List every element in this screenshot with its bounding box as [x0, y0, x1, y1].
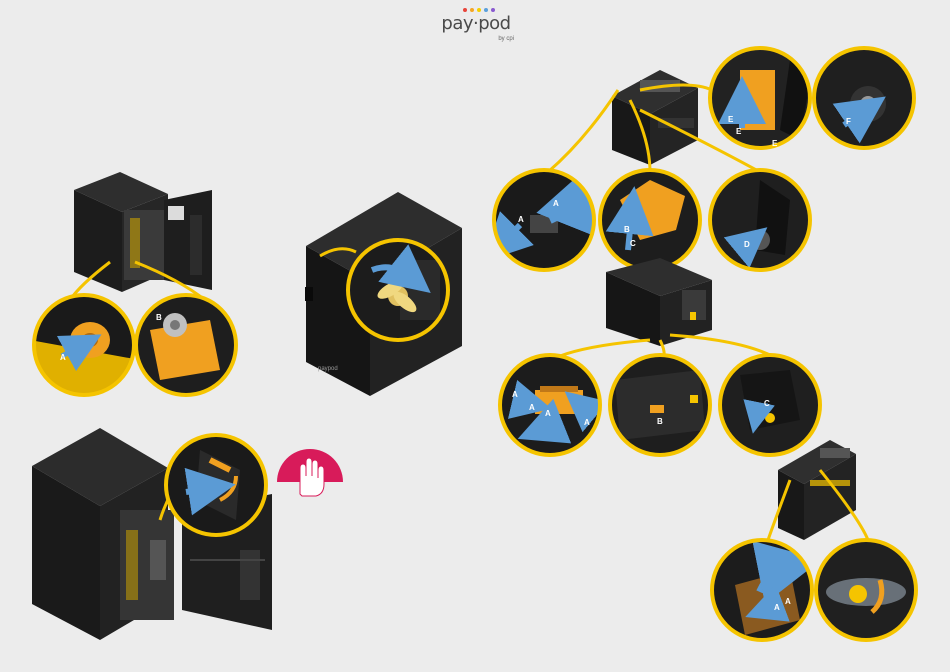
letter-a: A: [60, 353, 66, 362]
letter-a: A: [785, 597, 791, 606]
device-label: paypod: [318, 366, 338, 372]
module-bottom-right: [778, 440, 856, 540]
letter-a: A: [529, 403, 535, 412]
letter-c: C: [630, 239, 636, 248]
callout-right-middle: A A A A B C: [495, 335, 825, 460]
letter-a: A: [518, 215, 524, 224]
letter-b: B: [156, 313, 162, 322]
letter-a: A: [584, 418, 590, 427]
callout-right-top: E E E F A A: [490, 45, 920, 275]
cabinet-closed-center: paypod: [305, 192, 462, 396]
letter-e: E: [728, 115, 734, 124]
letter-e: E: [736, 127, 742, 136]
module-middle-right: [606, 258, 712, 346]
stop-hand-icon: [277, 449, 343, 496]
letter-b: B: [624, 225, 630, 234]
letter-a: A: [553, 199, 559, 208]
letter-a: A: [774, 603, 780, 612]
letter-b: B: [657, 417, 663, 426]
letter-f: F: [846, 117, 851, 126]
letter-e: E: [772, 139, 778, 148]
letter-c: C: [764, 399, 770, 408]
letter-a: A: [545, 409, 551, 418]
letter-a: A: [512, 390, 518, 399]
letter-d: D: [744, 240, 750, 249]
